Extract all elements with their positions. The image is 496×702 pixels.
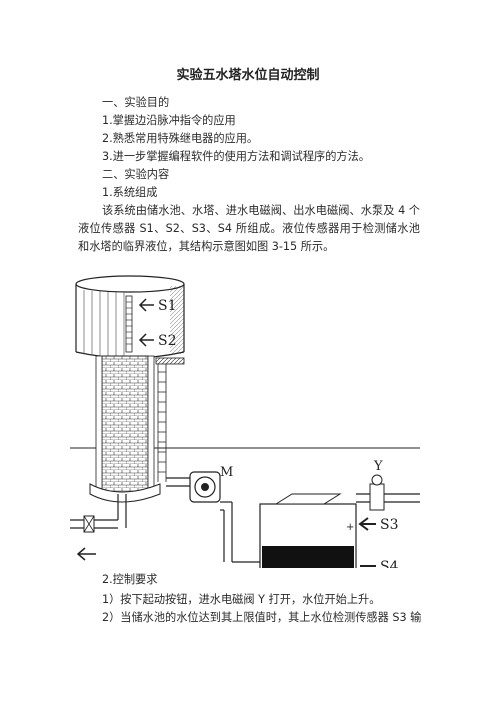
tower-tank: [75, 275, 185, 359]
section-heading-content: 二、实验内容: [102, 168, 170, 181]
pump-motor: M: [189, 465, 233, 503]
pump-outlet-pipe: [220, 501, 266, 571]
pump-pipe: [166, 477, 190, 487]
objective-item: 1.掌握边沿脉冲指令的应用: [102, 114, 236, 127]
section-heading-objectives: 一、实验目的: [102, 96, 170, 109]
tower-column: [89, 355, 161, 503]
sensor-s1-arrow: S1: [138, 298, 177, 314]
objective-item: 3.进一步掌握编程软件的使用方法和调试程序的方法。: [102, 150, 370, 163]
requirement-item: 1）按下起动按钮，进水电磁阀 Y 打开，水位开始上升。: [102, 593, 381, 606]
sensor-s3-arrow: S3: [358, 517, 399, 533]
outflow-arrow: [76, 547, 96, 561]
storage-pool: +: [259, 493, 357, 572]
composition-paragraph: 该系统由储水池、水塔、进水电磁阀、出水电磁阀、水泵及 4 个液位传感器 S1、S…: [78, 204, 420, 253]
water-tower-figure: S1 S2: [70, 275, 420, 572]
subsection-heading-requirements: 2.控制要求: [102, 573, 158, 586]
svg-text:+: +: [346, 522, 354, 533]
sensor-s1-label: S1: [158, 298, 177, 314]
sensor-s3-label: S3: [380, 517, 399, 533]
document-title: 实验五水塔水位自动控制: [176, 68, 320, 83]
sensor-s2-label: S2: [158, 333, 177, 349]
motor-label: M: [220, 465, 233, 480]
objective-item: 2.熟悉常用特殊继电器的应用。: [102, 132, 259, 145]
sensor-s2-arrow: S2: [138, 333, 177, 349]
valve-label: Y: [373, 459, 383, 474]
tower-ladder: [155, 357, 185, 482]
requirement-item: 2）当储水池的水位达到其上限值时，其上水位检测传感器 S3 输: [102, 611, 422, 624]
inlet-pipe: Y: [356, 459, 420, 511]
subsection-heading-composition: 1.系统组成: [102, 186, 158, 199]
outlet-pipe: [70, 494, 127, 533]
